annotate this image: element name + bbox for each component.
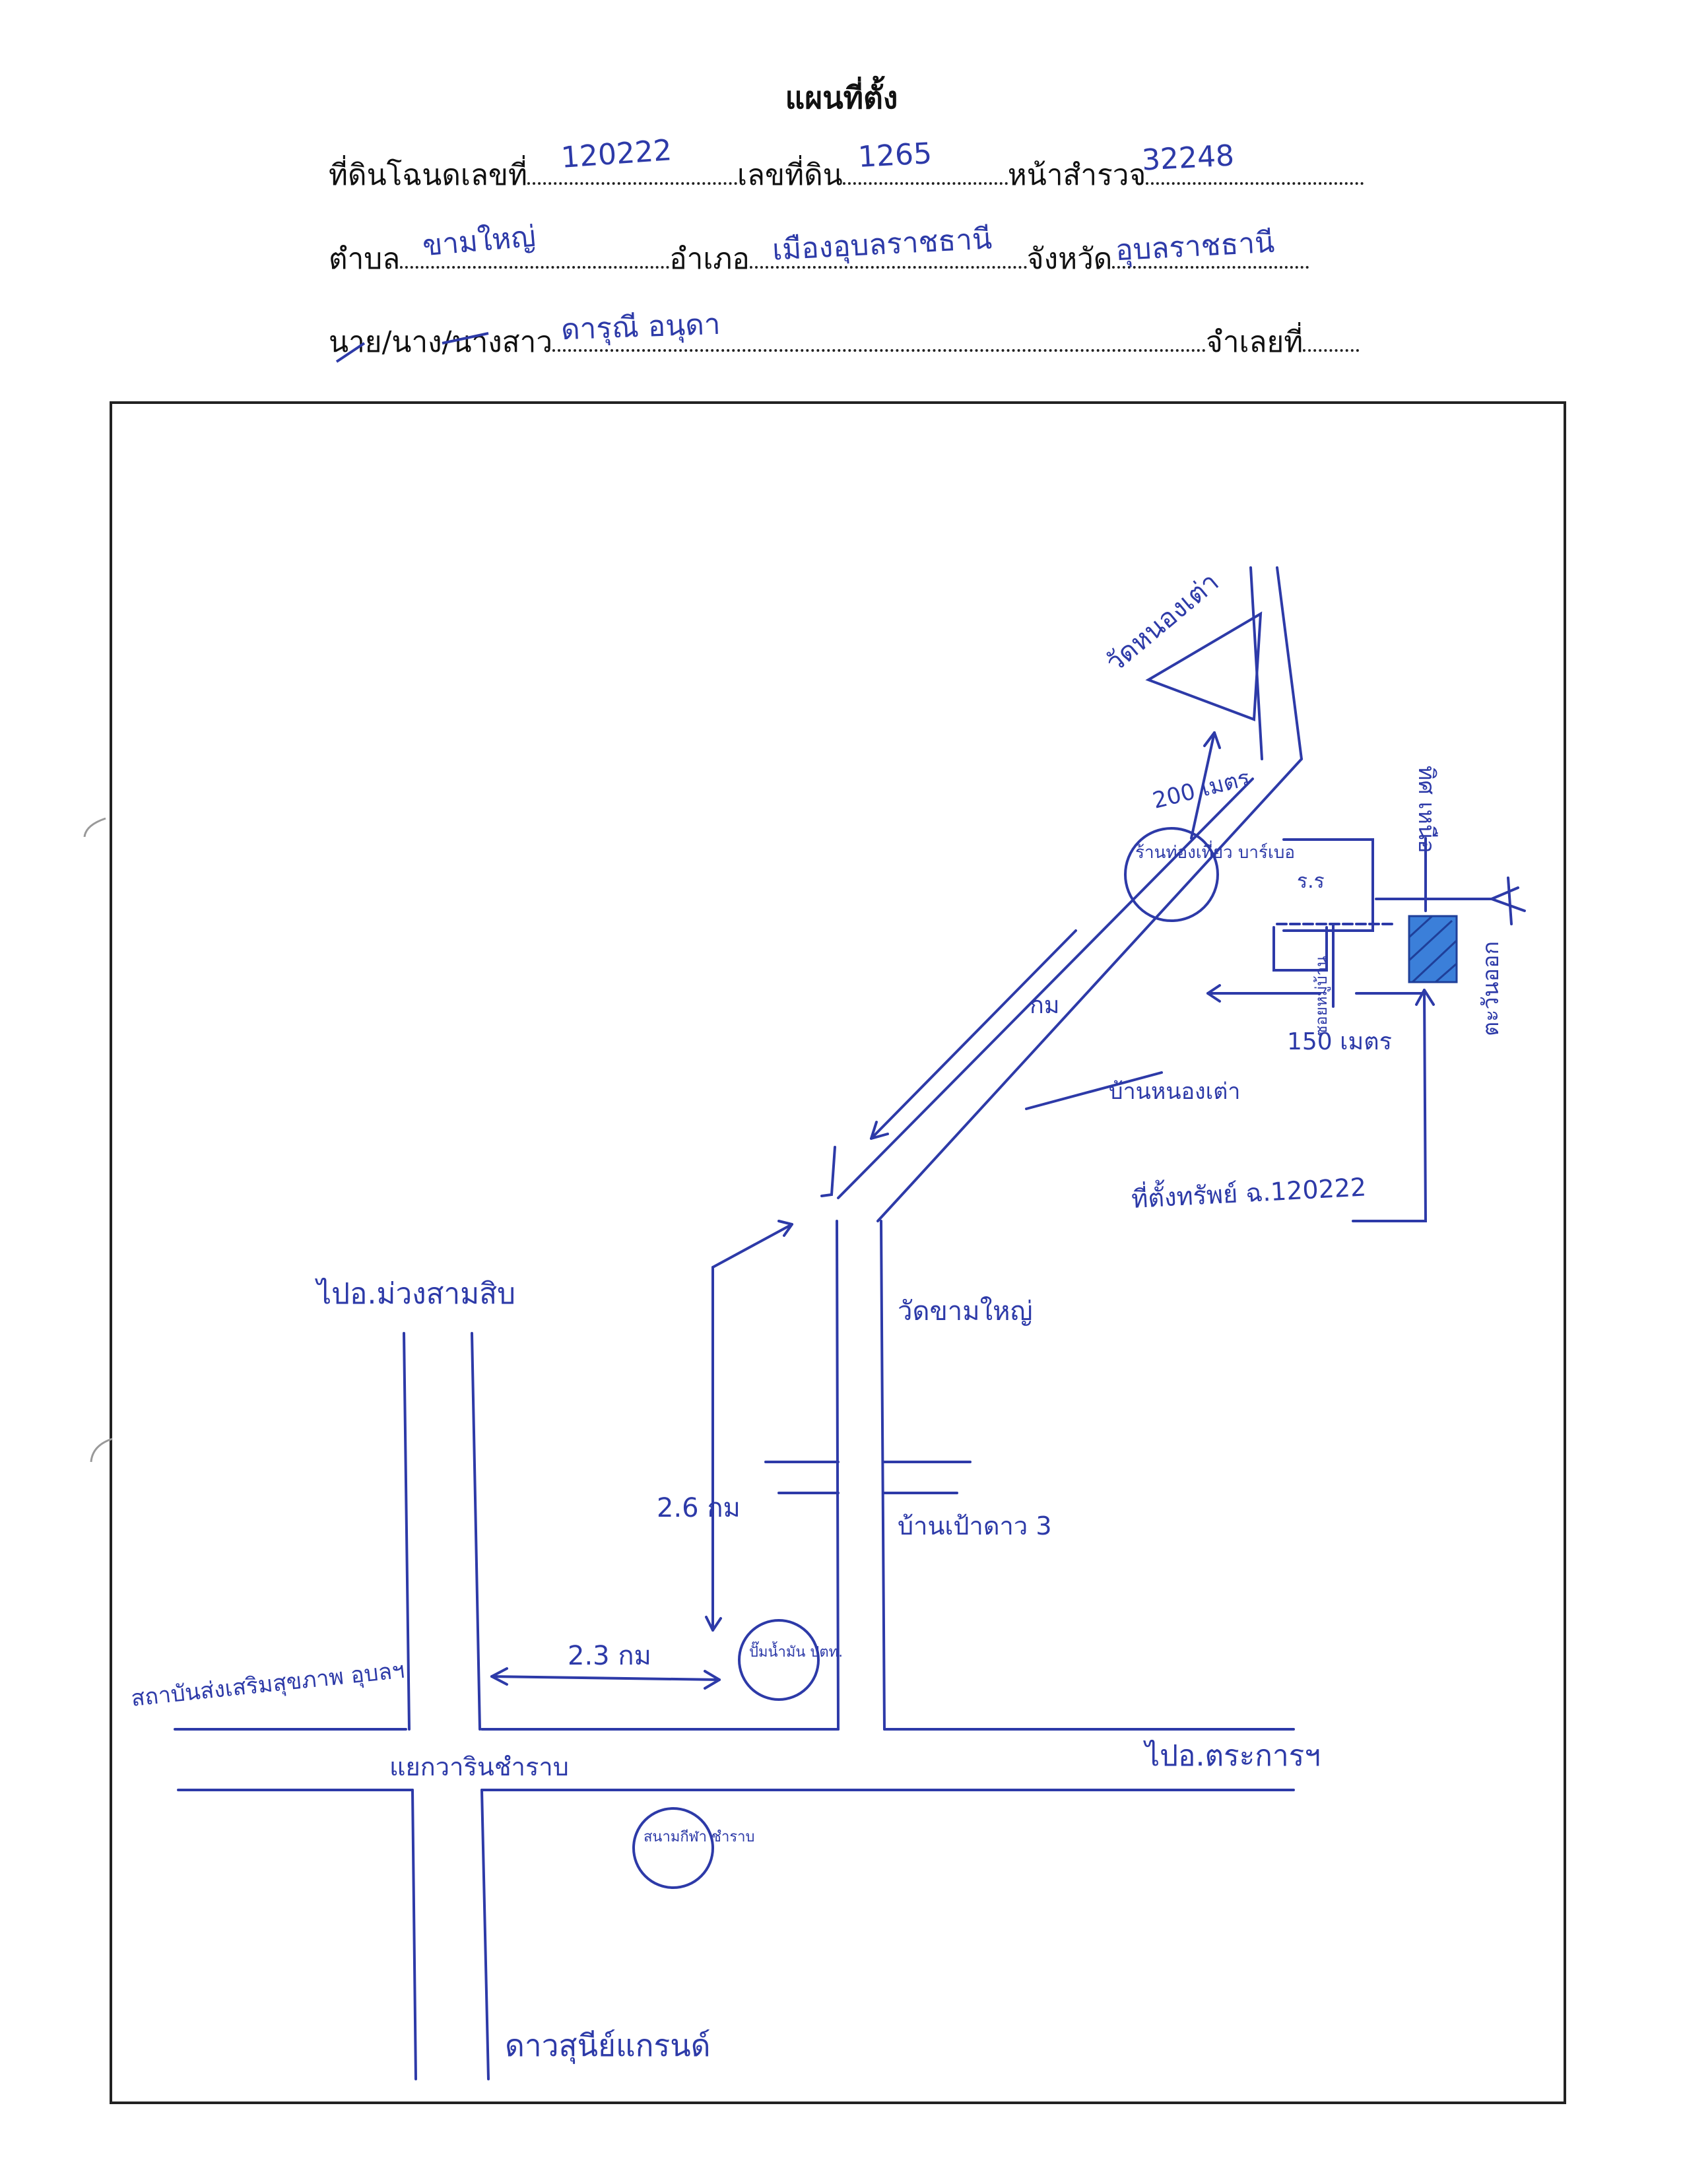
- deed-pointer: [1352, 989, 1428, 1222]
- label-alley: ซอยหมู่บ้าน: [1312, 956, 1331, 1036]
- district-label: อำเภอ: [669, 242, 750, 276]
- soi-arrow-head: [1206, 984, 1221, 1003]
- stadium-circle: [632, 1807, 714, 1889]
- label-200m: 200 เมตร: [1150, 765, 1253, 814]
- province-label: จังหวัด: [1026, 242, 1113, 276]
- road-west-left-down: [411, 1789, 417, 2080]
- shop-circle: [1124, 827, 1219, 922]
- mortgagor-dots: [1303, 343, 1360, 352]
- survey-label: หน้าสำรวจ: [1007, 158, 1146, 192]
- dist-arrow-23-left: [490, 1667, 508, 1686]
- road-main-left: [836, 1220, 840, 1731]
- province-dots: [1112, 259, 1309, 269]
- strike-mrs: [442, 332, 489, 345]
- road-west-right-down: [480, 1789, 490, 2080]
- road-diag-right: [876, 758, 1303, 1222]
- dist-arrow-diag-head: [870, 1121, 889, 1140]
- name-label: นาย/นาง/นางสาว: [329, 325, 553, 359]
- label-east: ตะวันออก: [1478, 941, 1504, 1036]
- label-village-noi: บ้านหนองเต่า: [1109, 1078, 1240, 1105]
- tree-roots: [1490, 877, 1526, 925]
- land-no-label: เลขที่ดิน: [737, 158, 843, 192]
- label-to-amphoe: ไปอ.ม่วงสามสิบ: [315, 1277, 515, 1311]
- route-down-head: [705, 1616, 722, 1632]
- name-dots: [552, 343, 1206, 352]
- route-up: [711, 1223, 793, 1269]
- label-hospital: สถาบันส่งเสริมสุขภาพ อุบลฯ: [130, 1657, 406, 1712]
- label-deed-marker: ที่ตั้งทรัพย์ ฉ.120222: [1131, 1168, 1367, 1214]
- binder-hole-top: [83, 817, 106, 838]
- label-23km: 2.3 กม: [568, 1641, 651, 1671]
- road-west-left-up: [403, 1332, 411, 1731]
- label-village-3: บ้านเป้าดาว 3: [898, 1511, 1052, 1540]
- label-intersection: แยกวารินชำราบ: [389, 1752, 569, 1781]
- deed-dots: [527, 176, 737, 185]
- property-hatch: [1408, 915, 1458, 983]
- subdistrict-dots: [400, 259, 670, 269]
- label-shop: ร้านท่องเที่ยว บาร์เบอ: [1135, 840, 1295, 863]
- mortgagor-label: จำเลยที่: [1206, 325, 1304, 359]
- label-gas-station: ปั๊มน้ำมัน ปตท.: [749, 1641, 843, 1661]
- gas-station-circle: [738, 1619, 820, 1701]
- label-wat-kham-yai: วัดขามใหญ่: [898, 1296, 1033, 1327]
- strike-mr: [335, 342, 366, 363]
- deed-label: ที่ดินโฉนดเลขที่: [329, 158, 527, 192]
- road-west-right-up: [471, 1332, 481, 1731]
- school-lower: [1272, 926, 1328, 972]
- deed-row: ที่ดินโฉนดเลขที่ เลขที่ดิน หน้าสำรวจ: [329, 152, 1364, 198]
- deed-pointer-head: [1415, 989, 1435, 1006]
- label-north: ทิศ เหนือ: [1413, 766, 1439, 853]
- survey-dots: [1146, 176, 1364, 185]
- binder-hole-bottom: [90, 1438, 113, 1463]
- dist-arrow-23: [490, 1675, 721, 1681]
- road-ne-right-upper: [1276, 566, 1303, 760]
- subdistrict-label: ตำบล: [329, 242, 401, 276]
- label-stadium: สนามกีฬา ชำราบ: [644, 1829, 754, 1845]
- label-150m: 150 เมตร: [1287, 1028, 1392, 1055]
- label-26km: 2.6 กม: [657, 1493, 741, 1523]
- label-km-marker: กม: [1030, 992, 1060, 1019]
- name-row: นาย/นาง/นางสาว จำเลยที่: [329, 319, 1360, 365]
- road-diag-left: [837, 778, 1254, 1199]
- road-main-right: [880, 1220, 886, 1731]
- village-noi-line: [1025, 1071, 1163, 1110]
- wat-nong-khao-symbol: [1145, 611, 1263, 721]
- page-title: แผนที่ตั้ง: [785, 80, 898, 116]
- dist-arrow-diag: [870, 929, 1077, 1140]
- junction-hook: [820, 1146, 836, 1197]
- dist-arrow-23-right: [704, 1670, 721, 1690]
- label-wat-nong-khao: วัดหนองเต่า: [1100, 567, 1225, 678]
- arrow-to-wat-head: [1203, 731, 1221, 749]
- map-frame: [110, 401, 1566, 2104]
- district-dots: [749, 259, 1027, 269]
- location-row: ตำบล อำเภอ จังหวัด: [329, 236, 1309, 282]
- land-no-dots: [842, 176, 1008, 185]
- label-school: ร.ร: [1297, 870, 1325, 893]
- school-building: [1282, 838, 1374, 932]
- label-to-trakan: ไปอ.ตระการฯ: [1143, 1739, 1321, 1773]
- arrow-to-wat: [1190, 731, 1216, 840]
- route-up-head: [777, 1220, 793, 1237]
- property-plot: [1408, 915, 1458, 983]
- label-sunee-grand: ดาวสุนีย์แกรนด์: [505, 2028, 711, 2065]
